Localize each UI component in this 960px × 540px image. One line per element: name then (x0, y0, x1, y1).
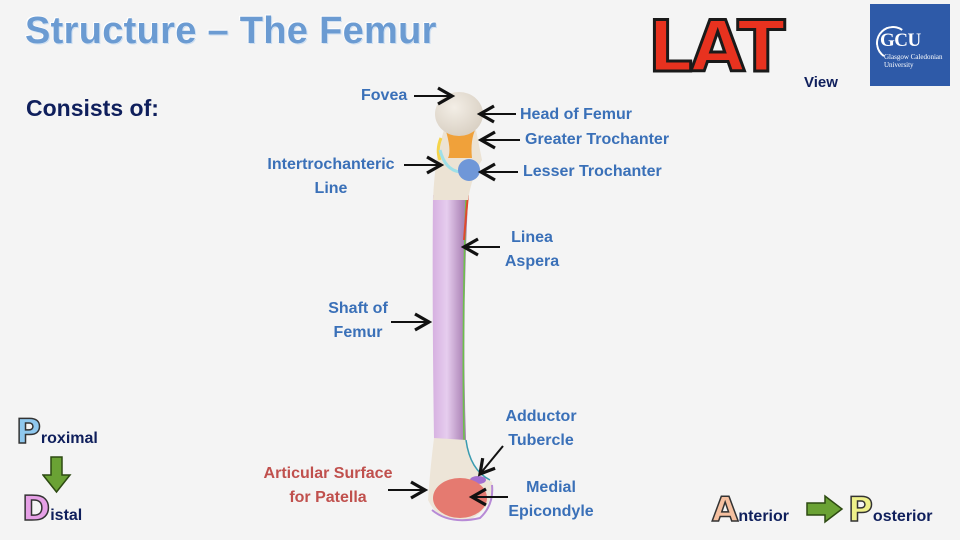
lesser-trochanter (458, 159, 480, 181)
label-medial-epicondyle: Medial Epicondyle (503, 476, 599, 524)
label-text: Epicondyle (508, 503, 594, 520)
logo-line-2: University (884, 61, 914, 69)
label-text: Linea (511, 229, 553, 246)
femur-distal (428, 438, 494, 522)
intertrochanteric-line (438, 149, 461, 174)
femur-shaft (432, 194, 469, 441)
label-arrows (388, 86, 520, 507)
label-text: Medial (526, 479, 576, 496)
distal-label: Distal (21, 489, 83, 529)
slide-title: Structure – The Femur (25, 10, 437, 52)
label-text: Shaft of (328, 300, 388, 317)
lat-view-badge: LAT (646, 6, 786, 88)
proximal-letter: P (15, 412, 41, 452)
posterior-text: osterior (872, 508, 933, 525)
logo-abbreviation: GCU (880, 30, 921, 51)
posterior-label: Posterior (847, 490, 933, 530)
label-text: Line (314, 180, 348, 197)
label-fovea: Fovea (361, 87, 408, 104)
gcu-logo: GCU Glasgow Caledonian University (870, 4, 950, 86)
anterior-letter: A (711, 490, 739, 530)
logo-name: Glasgow Caledonian University (884, 53, 943, 69)
view-label: View (804, 74, 838, 91)
femur-proximal (433, 92, 483, 200)
label-text: Tubercle (508, 432, 574, 449)
anterior-label: Anterior (711, 490, 789, 530)
label-articular-surface: Articular Surface for Patella (254, 462, 402, 510)
label-text: Aspera (504, 253, 560, 270)
consists-of-heading: Consists of: (26, 95, 159, 121)
anterior-text: nterior (738, 508, 789, 525)
label-text: Articular Surface (263, 465, 393, 482)
label-head-of-femur: Head of Femur (520, 106, 633, 123)
distal-letter: D (21, 489, 51, 529)
label-intertrochanteric-line: Intertrochanteric Line (258, 153, 404, 201)
label-text: for Patella (289, 489, 367, 506)
label-lesser-trochanter: Lesser Trochanter (523, 163, 662, 180)
greater-trochanter (445, 128, 476, 158)
proximal-label: Proximal (15, 412, 98, 452)
distal-text: istal (50, 507, 83, 524)
logo-line-1: Glasgow Caledonian (884, 53, 943, 61)
proximal-text: roximal (40, 430, 98, 447)
arrow-down-icon (42, 456, 72, 494)
posterior-letter: P (847, 490, 873, 530)
femur-head (435, 92, 483, 136)
arrow-right-icon (806, 494, 844, 524)
label-text: Adductor (505, 408, 577, 425)
label-text: Intertrochanteric (267, 156, 395, 173)
label-shaft-of-femur: Shaft of Femur (320, 297, 396, 345)
arrow-adductor (477, 445, 504, 477)
label-greater-trochanter: Greater Trochanter (525, 131, 670, 148)
label-linea-aspera: Linea Aspera (500, 226, 564, 274)
label-adductor-tubercle: Adductor Tubercle (497, 405, 585, 453)
label-text: Femur (333, 324, 383, 341)
